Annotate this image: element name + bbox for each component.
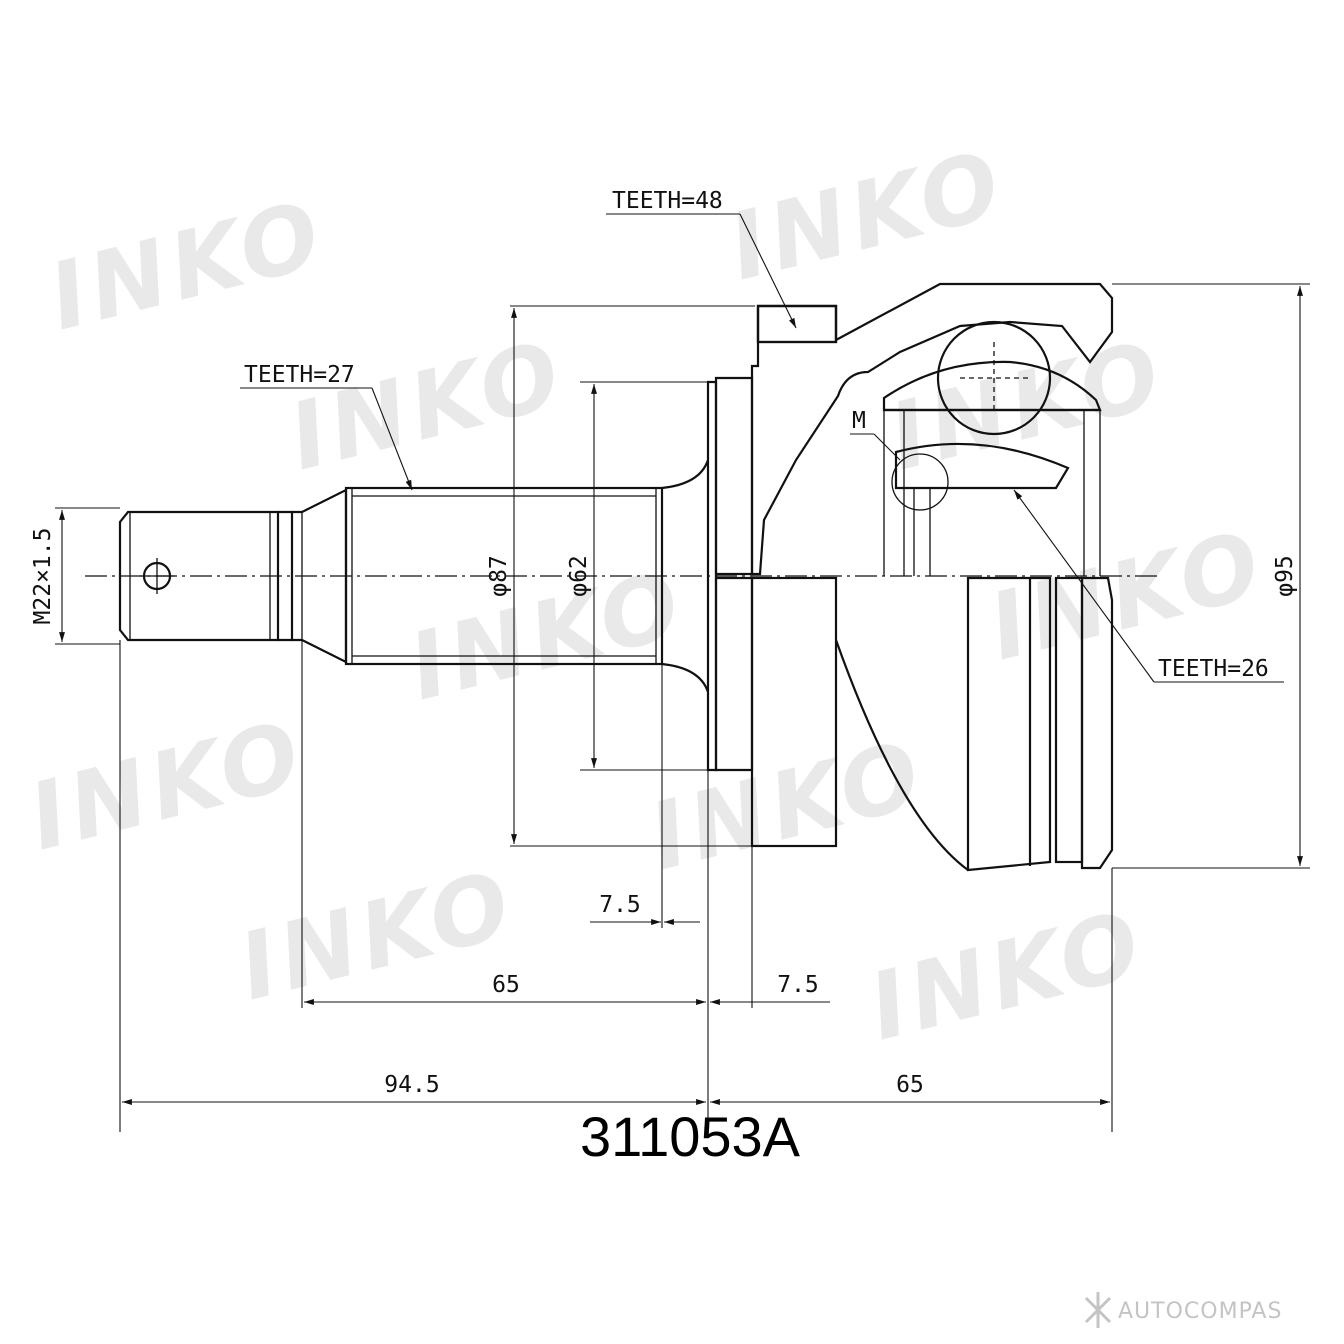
- ball-bearing: [936, 320, 1052, 436]
- thread-dim-label: M22×1.5: [30, 528, 56, 625]
- watermark: INKO: [229, 850, 525, 1021]
- part-number: 311053A: [580, 1105, 801, 1168]
- dimension-lines: [59, 286, 1303, 1105]
- splined-shaft: [344, 459, 710, 693]
- extension-lines: [55, 283, 1310, 1132]
- teeth-shaft-label: TEETH=27: [244, 362, 355, 388]
- footer-brand: AUTOCOMPAS: [1084, 1292, 1282, 1328]
- abs-ring-section: [756, 304, 838, 344]
- teeth-outer-label: TEETH=48: [612, 188, 723, 214]
- watermark: INKO: [279, 320, 575, 491]
- dia-87-label: φ87: [486, 555, 512, 597]
- dim-94-5: 94.5: [384, 1072, 439, 1098]
- watermark: INKO: [719, 130, 1015, 301]
- leader-lines: [240, 213, 1284, 683]
- abs-ring: [750, 576, 838, 848]
- detail-m-circle: [891, 453, 949, 511]
- watermark: INKO: [39, 180, 335, 351]
- detail-m-label: M: [852, 408, 866, 434]
- brand-logo-icon: [1084, 1292, 1112, 1328]
- flange: [706, 376, 754, 772]
- watermark: INKO: [879, 320, 1175, 491]
- outer-housing-section: [750, 282, 1114, 576]
- dia-62-label: φ62: [566, 555, 592, 597]
- dim-7-5-upper: 7.5: [599, 892, 641, 918]
- watermark: INKO: [639, 720, 935, 891]
- dim-7-5-lower: 7.5: [777, 972, 819, 998]
- dim-65-housing: 65: [896, 1072, 924, 1098]
- teeth-inner-label: TEETH=26: [1158, 656, 1269, 682]
- dim-65-shaft: 65: [492, 972, 520, 998]
- watermark: INKO: [19, 700, 315, 871]
- watermark: INKO: [859, 890, 1155, 1061]
- dia-95-label: φ95: [1272, 555, 1298, 597]
- labels: TEETH=48 TEETH=27 TEETH=26 M M22×1.5 φ87…: [30, 188, 1298, 1168]
- outer-housing-exterior: [750, 576, 1114, 872]
- brand-name: AUTOCOMPAS: [1118, 1299, 1282, 1324]
